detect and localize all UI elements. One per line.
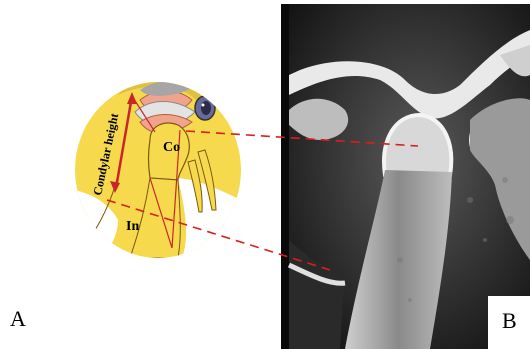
panel-label-b: B	[502, 308, 517, 334]
panel-label-a: A	[10, 306, 26, 332]
schematic-diagram: Condylar height Co In	[75, 70, 241, 258]
ct-scan-panel	[281, 4, 530, 349]
label-in: In	[126, 219, 139, 234]
label-co: Co	[163, 140, 180, 155]
eye-socket-icon	[195, 96, 215, 120]
